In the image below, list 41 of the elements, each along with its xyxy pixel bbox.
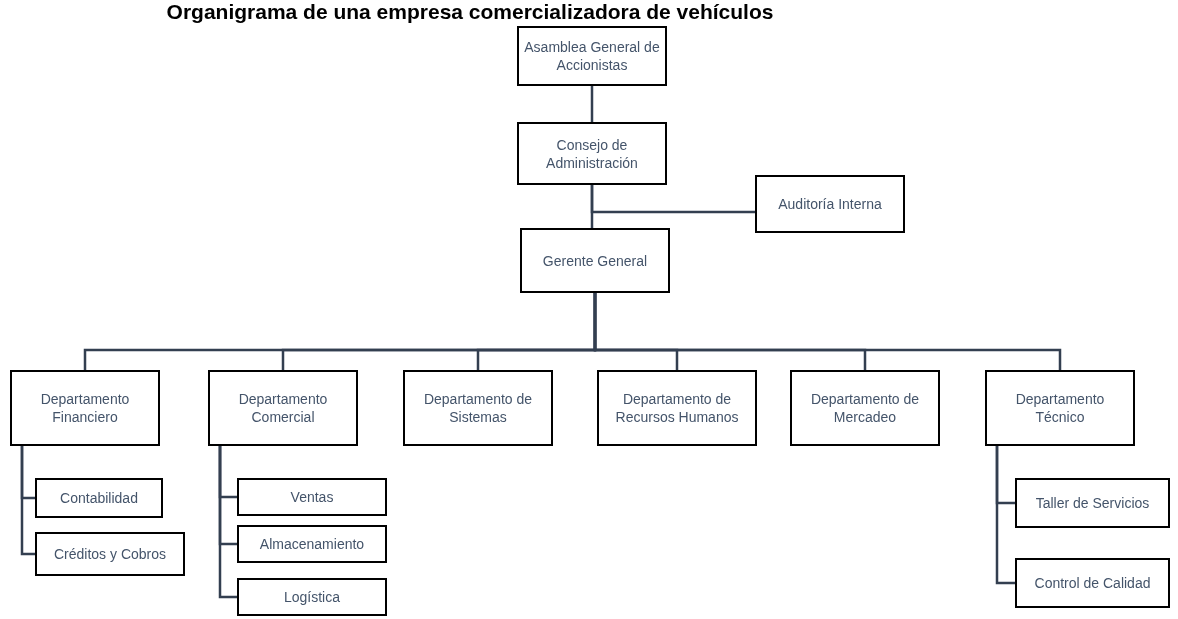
org-box — [517, 26, 667, 86]
connector-line — [590, 185, 594, 228]
box-label: Consejo de Administración — [545, 135, 639, 172]
org-box — [1015, 478, 1170, 528]
org-box — [597, 370, 757, 446]
box-label: Ventas — [290, 488, 334, 506]
org-box — [517, 122, 667, 185]
box-label: Departamento Comercial — [237, 390, 329, 426]
org-box — [35, 532, 185, 576]
org-box — [403, 370, 553, 446]
box-label: Departamento Técnico — [1014, 390, 1106, 426]
box-label: Almacenamiento — [259, 535, 365, 553]
connector-line — [218, 446, 237, 599]
box-label: Auditoría Interna — [778, 195, 882, 213]
org-box — [10, 370, 160, 446]
diagram-title: Organigrama de una empresa comercializadora de vehículos — [165, 0, 775, 24]
org-box — [237, 478, 387, 516]
org-box — [237, 578, 387, 616]
org-box — [985, 370, 1135, 446]
box-label: Logística — [283, 588, 340, 606]
org-box — [1015, 558, 1170, 608]
org-box — [790, 370, 940, 446]
box-label: Control de Calidad — [1034, 574, 1151, 592]
box-label: Taller de Servicios — [1035, 494, 1150, 512]
box-label: Departamento de Sistemas — [422, 390, 534, 426]
org-box — [755, 175, 905, 233]
box-label: Departamento de Mercadeo — [809, 390, 921, 426]
box-label: Departamento Financiero — [39, 390, 131, 426]
box-label: Contabilidad — [60, 489, 138, 507]
org-box — [35, 478, 163, 518]
connector-line — [995, 446, 1015, 585]
connector-line — [590, 86, 594, 122]
org-box — [208, 370, 358, 446]
box-label: Gerente General — [542, 251, 648, 270]
connector-line — [593, 293, 1062, 370]
box-label: Créditos y Cobros — [53, 545, 166, 563]
box-label: Asamblea General de Accionistas — [523, 38, 661, 74]
connector-line — [20, 446, 35, 556]
box-label: Departamento de Recursos Humanos — [614, 390, 740, 426]
org-box — [520, 228, 670, 293]
org-box — [237, 525, 387, 563]
